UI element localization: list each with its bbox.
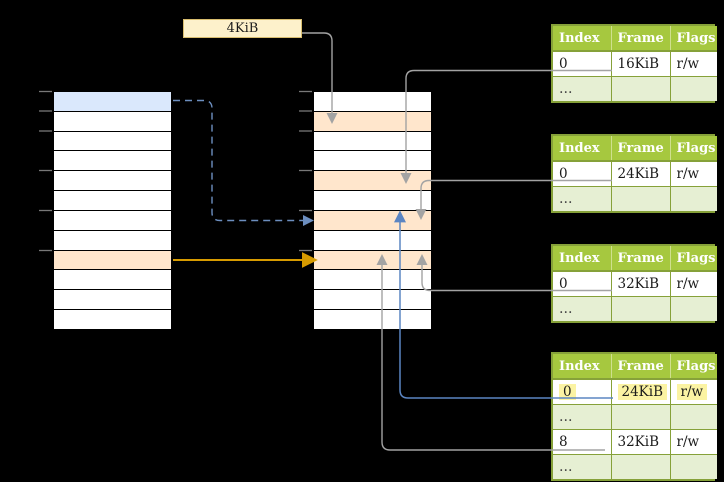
page-table-3-cell-r0c1: 32KiB xyxy=(611,271,671,297)
page-table-4-cell-r1c1 xyxy=(611,404,671,430)
page-table-4-cell-r3c1 xyxy=(611,454,671,479)
page-table-4-header-index: Index xyxy=(553,354,612,380)
page-table-1-cell-r0c0: 0 xyxy=(553,51,612,77)
virtual-memory-row-8 xyxy=(54,250,171,271)
physical-memory-row-8 xyxy=(314,250,431,271)
page-table-3-cell-r1c1 xyxy=(611,296,671,321)
page-table-2-cell-r0c0: 0 xyxy=(553,161,612,187)
page-table-1-row-1: … xyxy=(553,76,717,101)
page-table-4-row-3: … xyxy=(553,454,717,479)
physical-memory-row-10 xyxy=(314,290,431,311)
virtual-memory-row-9 xyxy=(54,270,171,291)
physical-memory-row-5 xyxy=(314,191,431,211)
highlighted-entry-text: r/w xyxy=(676,384,708,400)
virtual-memory-row-3 xyxy=(54,151,171,172)
page-table-3-header-index: Index xyxy=(553,246,612,272)
highlighted-entry-text: 24KiB xyxy=(617,384,668,400)
page-table-4-cell-r2c2: r/w xyxy=(670,429,717,455)
page-table-1-cell-r0c1: 16KiB xyxy=(611,51,671,77)
virtual-memory-row-6 xyxy=(54,210,171,231)
virtual-memory-row-5 xyxy=(54,191,171,211)
page-table-1-cell-r1c2 xyxy=(670,76,717,101)
virtual-memory-ticks xyxy=(39,90,52,252)
physical-memory-row-0 xyxy=(314,92,431,112)
page-table-4-header-frame: Frame xyxy=(611,354,671,380)
page-table-3-cell-r1c2 xyxy=(670,296,717,321)
page-table-3-header-frame: Frame xyxy=(611,246,671,272)
virtual-memory-row-1 xyxy=(54,111,171,132)
physical-memory-row-7 xyxy=(314,230,431,251)
page-table-4-row-1: … xyxy=(553,404,717,430)
page-table-1-cell-r1c0: … xyxy=(553,76,612,101)
page-table-4-cell-r0c1: 24KiB xyxy=(611,379,671,405)
physical-memory-row-11 xyxy=(314,310,431,329)
virtual-memory-row-7 xyxy=(54,230,171,251)
page-table-2-cell-r1c1 xyxy=(611,186,671,211)
physical-memory-row-9 xyxy=(314,270,431,291)
page-table-1-header-frame: Frame xyxy=(611,26,671,52)
physical-memory-row-6 xyxy=(314,210,431,231)
page-table-1-cell-r0c2: r/w xyxy=(670,51,717,77)
page-table-2-cell-r1c0: … xyxy=(553,186,612,211)
virtual-memory-row-0 xyxy=(54,92,171,112)
virtual-memory-table xyxy=(53,91,172,330)
page-table-1-header-flags: Flags xyxy=(670,26,717,52)
page-table-2-row-1: … xyxy=(553,186,717,211)
page-table-4-cell-r2c0: 8 xyxy=(553,429,612,455)
page-table-2-cell-r1c2 xyxy=(670,186,717,211)
arrow-virtual-page0-translation xyxy=(173,99,314,227)
page-table-3-cell-r1c0: … xyxy=(553,296,612,321)
physical-memory-ticks xyxy=(299,90,312,252)
virtual-memory-row-10 xyxy=(54,290,171,311)
page-table-2-header-index: Index xyxy=(553,136,612,162)
page-table-3-header-flags: Flags xyxy=(670,246,717,272)
page-table-4-cell-r0c0: 0 xyxy=(553,379,612,405)
virtual-memory-row-11 xyxy=(54,310,171,329)
page-table-1-cell-r1c1 xyxy=(611,76,671,101)
page-table-3-cell-r0c2: r/w xyxy=(670,271,717,297)
physical-memory-row-2 xyxy=(314,131,431,152)
page-table-2-header-flags: Flags xyxy=(670,136,717,162)
physical-memory-table xyxy=(313,91,432,330)
page-table-4-cell-r2c1: 32KiB xyxy=(611,429,671,455)
virtual-memory-row-4 xyxy=(54,171,171,192)
page-table-4-header-flags: Flags xyxy=(670,354,717,380)
page-table-2-header-frame: Frame xyxy=(611,136,671,162)
page-size-label-text: 4KiB xyxy=(226,21,259,36)
page-table-3-cell-r0c0: 0 xyxy=(553,271,612,297)
virtual-memory-row-2 xyxy=(54,131,171,152)
page-table-4-cell-r3c2 xyxy=(670,454,717,479)
highlighted-entry-text: 0 xyxy=(559,384,576,400)
physical-memory-row-4 xyxy=(314,171,431,192)
page-table-4-row-0: 0 24KiB r/w xyxy=(553,379,717,405)
page-table-4-cell-r0c2: r/w xyxy=(670,379,717,405)
page-table-2-cell-r0c1: 24KiB xyxy=(611,161,671,187)
page-table-4-cell-r1c2 xyxy=(670,404,717,430)
page-table-4-cell-r1c0: … xyxy=(553,404,612,430)
page-table-2-cell-r0c2: r/w xyxy=(670,161,717,187)
physical-memory-row-1 xyxy=(314,111,431,132)
page-size-label: 4KiB xyxy=(183,19,302,38)
page-table-4-cell-r3c0: … xyxy=(553,454,612,479)
page-table-3-row-1: … xyxy=(553,296,717,321)
page-table-1-header-index: Index xyxy=(553,26,612,52)
physical-memory-row-3 xyxy=(314,151,431,172)
